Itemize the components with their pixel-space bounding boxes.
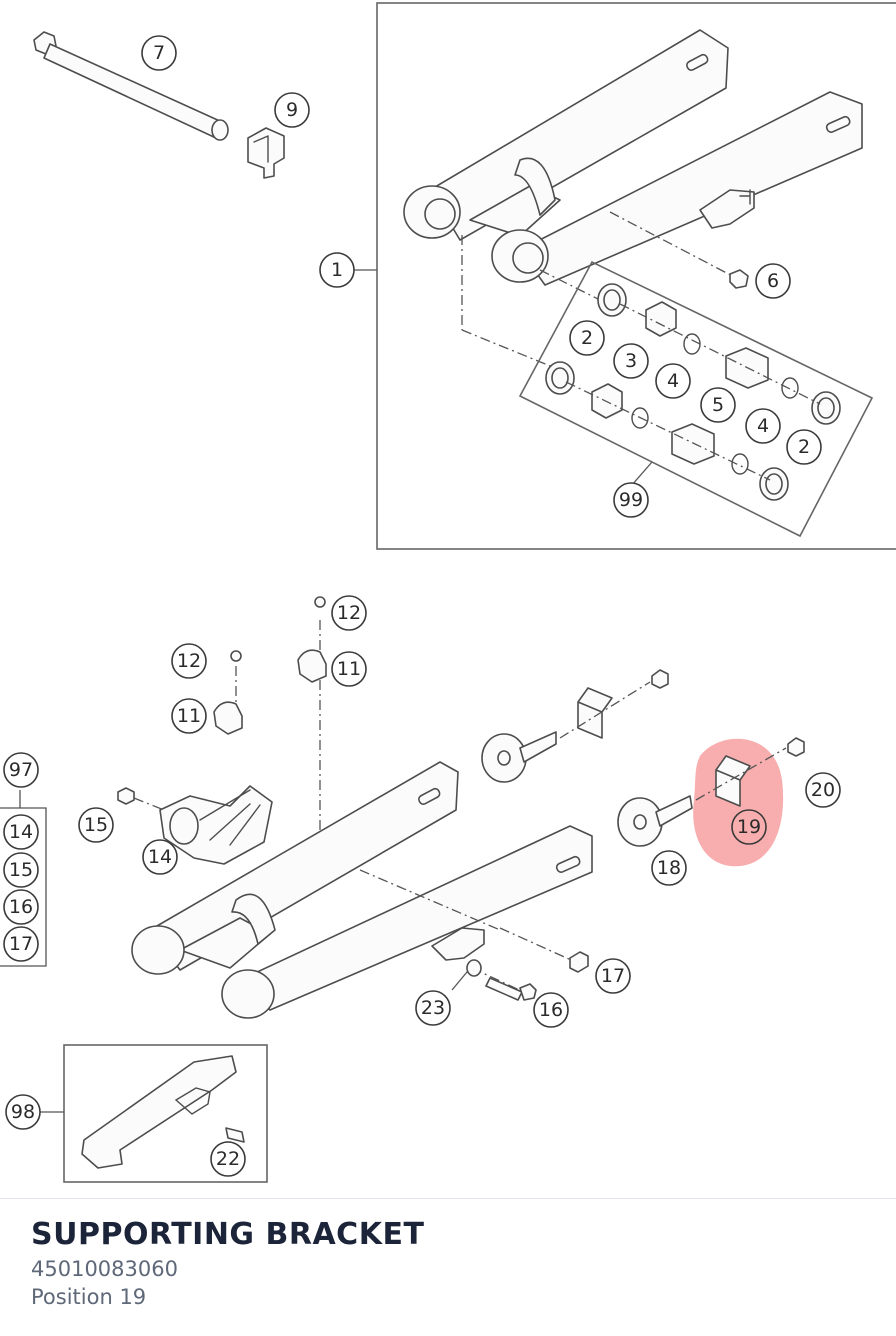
bearing-kit-frame <box>518 260 874 538</box>
svg-text:9: 9 <box>286 99 298 121</box>
callout-12[interactable]: 12 <box>331 595 367 631</box>
chain-slider-clip[interactable] <box>247 127 285 179</box>
svg-text:6: 6 <box>767 270 779 292</box>
callout-15[interactable]: 15 <box>3 852 39 888</box>
callout-2[interactable]: 2 <box>569 320 605 356</box>
callout-23[interactable]: 23 <box>415 990 451 1026</box>
swingarm-axle[interactable] <box>33 31 229 141</box>
svg-text:4: 4 <box>667 370 679 392</box>
bolt-17[interactable] <box>569 951 589 973</box>
callout-14b[interactable]: 14 <box>142 839 178 875</box>
svg-text:16: 16 <box>539 999 563 1021</box>
bolt-16[interactable] <box>485 977 537 1001</box>
svg-text:7: 7 <box>153 42 165 64</box>
callout-4[interactable]: 4 <box>655 363 691 399</box>
part-position: Position 19 <box>31 1285 147 1309</box>
svg-text:16: 16 <box>9 896 33 918</box>
svg-text:2: 2 <box>581 327 593 349</box>
chain-guard-frame <box>63 1044 268 1183</box>
svg-text:22: 22 <box>216 1148 240 1170</box>
svg-text:4: 4 <box>757 415 769 437</box>
svg-text:14: 14 <box>148 846 172 868</box>
washer-23[interactable] <box>466 959 482 977</box>
chain-guard[interactable] <box>81 1055 237 1169</box>
svg-text:12: 12 <box>337 602 361 624</box>
bracket-set-upper[interactable] <box>481 669 669 783</box>
part-info-panel: SUPPORTING BRACKET 45010083060 Position … <box>0 1198 896 1336</box>
supporting-bracket-19[interactable] <box>617 737 805 847</box>
callout-12b[interactable]: 12 <box>171 643 207 679</box>
callout-11b[interactable]: 11 <box>171 698 207 734</box>
callout-20[interactable]: 20 <box>805 772 841 808</box>
screw-22[interactable] <box>225 1127 245 1143</box>
svg-text:17: 17 <box>601 965 625 987</box>
callout-3[interactable]: 3 <box>613 343 649 379</box>
svg-text:23: 23 <box>421 997 445 1019</box>
svg-text:15: 15 <box>84 814 108 836</box>
callout-98[interactable]: 98 <box>5 1094 41 1130</box>
svg-text:19: 19 <box>737 816 761 838</box>
svg-text:2: 2 <box>798 436 810 458</box>
svg-text:15: 15 <box>9 859 33 881</box>
svg-text:17: 17 <box>9 933 33 955</box>
svg-text:99: 99 <box>619 489 643 511</box>
part-title: SUPPORTING BRACKET <box>31 1217 425 1252</box>
swingarm-kit-frame <box>376 2 896 550</box>
callout-16[interactable]: 16 <box>3 889 39 925</box>
small-bolt[interactable] <box>729 269 749 289</box>
callout-9[interactable]: 9 <box>274 92 310 128</box>
callout-14[interactable]: 14 <box>3 814 39 850</box>
screw-and-clip-upper[interactable] <box>297 596 327 683</box>
part-number: 45010083060 <box>31 1257 178 1281</box>
callout-22[interactable]: 22 <box>210 1141 246 1177</box>
callout-15b[interactable]: 15 <box>78 807 114 843</box>
callout-5[interactable]: 5 <box>700 387 736 423</box>
callout-17b[interactable]: 17 <box>595 958 631 994</box>
callout-16b[interactable]: 16 <box>533 992 569 1028</box>
svg-text:18: 18 <box>657 857 681 879</box>
exploded-parts-diagram: 7 9 1 6 2 3 4 5 4 2 99 12 11 12 11 97 14… <box>0 2 896 1183</box>
svg-text:1: 1 <box>331 259 343 281</box>
swingarm-upper[interactable] <box>403 29 863 286</box>
washer-15[interactable] <box>117 787 135 805</box>
chain-guide[interactable] <box>159 785 273 865</box>
svg-text:3: 3 <box>625 350 637 372</box>
svg-text:11: 11 <box>177 705 201 727</box>
svg-text:20: 20 <box>811 779 835 801</box>
svg-text:98: 98 <box>11 1101 35 1123</box>
callout-11[interactable]: 11 <box>331 651 367 687</box>
callout-18[interactable]: 18 <box>651 850 687 886</box>
screw-and-clip-lower[interactable] <box>213 650 243 735</box>
callout-4b[interactable]: 4 <box>745 408 781 444</box>
callout-17[interactable]: 17 <box>3 926 39 962</box>
callout-97[interactable]: 97 <box>3 752 39 788</box>
callout-6[interactable]: 6 <box>755 263 791 299</box>
callout-1[interactable]: 1 <box>319 252 355 288</box>
swingarm-lower[interactable] <box>131 761 593 1019</box>
callout-7[interactable]: 7 <box>141 35 177 71</box>
callout-2b[interactable]: 2 <box>786 429 822 465</box>
svg-text:12: 12 <box>177 650 201 672</box>
callout-99[interactable]: 99 <box>613 482 649 518</box>
bearing-kit-parts[interactable] <box>545 283 841 501</box>
svg-text:14: 14 <box>9 821 33 843</box>
svg-text:97: 97 <box>9 759 33 781</box>
callout-19[interactable]: 19 <box>731 809 767 845</box>
svg-text:5: 5 <box>712 394 724 416</box>
svg-text:11: 11 <box>337 658 361 680</box>
